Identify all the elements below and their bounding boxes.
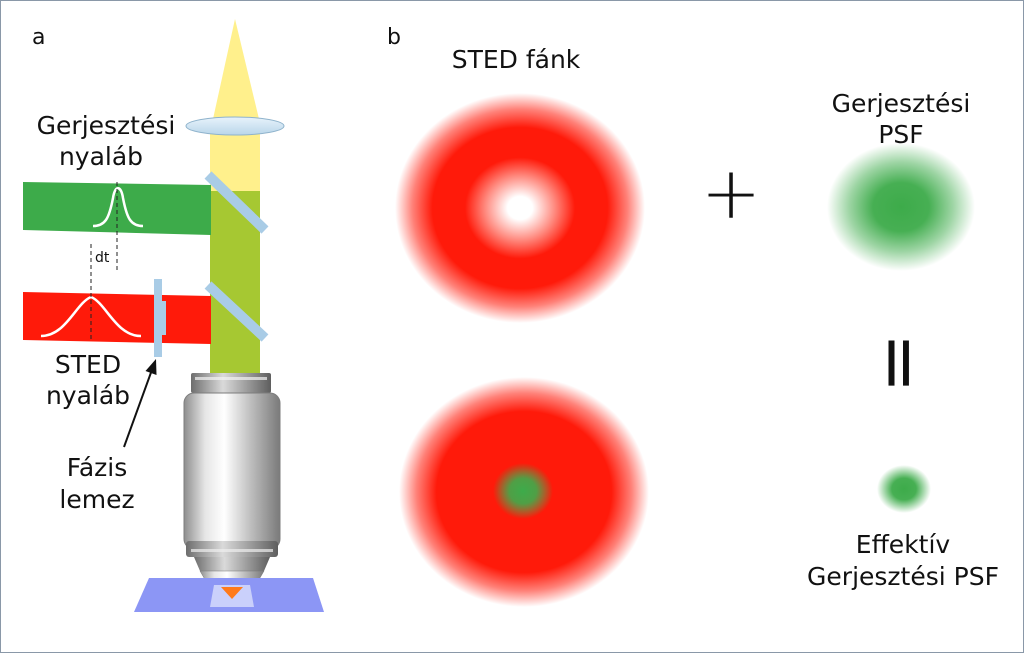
- sted-optical-setup: [23, 19, 324, 612]
- excitation-psf: [827, 143, 975, 271]
- dichroic-mirror-bottom: [204, 281, 269, 342]
- excitation-beam-label-line1: Gerjesztési: [36, 111, 176, 140]
- panel-b-letter: b: [387, 25, 401, 50]
- sted-donut-title: STED fánk: [451, 45, 581, 74]
- sted-beam: [23, 292, 211, 344]
- panel-a-letter: a: [32, 25, 46, 50]
- excitation-psf-label-line2: PSF: [878, 120, 924, 149]
- excitation-beam-label-line2: nyaláb: [58, 142, 144, 171]
- equals-symbol: =: [859, 332, 943, 394]
- plus-symbol: +: [700, 151, 762, 235]
- arrow-head-icon: [145, 359, 157, 375]
- effective-core-overlay: [493, 463, 553, 519]
- phase-plate-label-line1: Fázis: [66, 453, 128, 482]
- excitation-beam: [23, 182, 211, 235]
- objective-lens: [183, 373, 281, 584]
- sted-donut-psf: [395, 93, 645, 323]
- effective-psf-label-line1: Effektív: [855, 530, 951, 559]
- effective-psf-label-line2: Gerjesztési PSF: [807, 562, 999, 591]
- focus-spot: [221, 587, 243, 599]
- detection-light-cone: [213, 19, 259, 119]
- effective-psf: [877, 465, 931, 513]
- phase-plate-step: [162, 301, 166, 335]
- tube-lens: [185, 116, 285, 136]
- excitation-pulse-profile: [92, 187, 144, 228]
- phase-plate: [154, 279, 162, 357]
- sted-beam-label-line2: nyaláb: [45, 381, 131, 410]
- dichroic-mirror-top: [204, 171, 269, 234]
- delay-label: dt: [95, 250, 110, 266]
- phase-plate-label-line2: lemez: [59, 485, 135, 514]
- phase-plate-arrow: [123, 366, 154, 448]
- excitation-psf-label-line1: Gerjesztési: [831, 89, 971, 118]
- sted-beam-label-line1: STED: [54, 350, 122, 379]
